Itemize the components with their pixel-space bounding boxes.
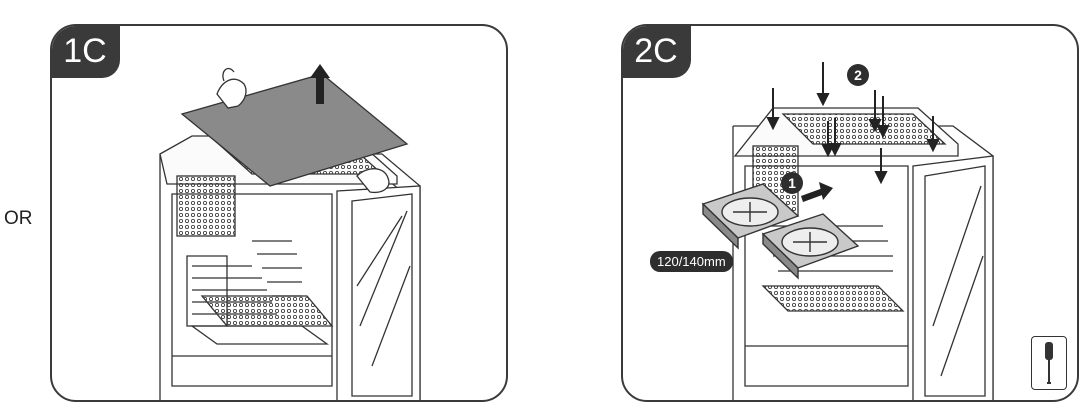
up-arrow-icon	[310, 64, 330, 104]
hand-icon	[216, 67, 247, 109]
case-top-panel-removal-illustration	[159, 64, 421, 400]
step-label-1c: 1C	[52, 26, 120, 78]
hand-icon	[356, 168, 390, 194]
step-marker-2: 2	[847, 64, 869, 86]
case-top-fan-install-illustration	[701, 62, 994, 400]
step-marker-1: 1	[781, 172, 803, 194]
step-panel-2c: 2 1 120/140mm 2C	[621, 24, 1079, 402]
screw-icon	[766, 62, 940, 185]
tool-indicator	[1031, 336, 1067, 390]
or-separator: OR	[4, 208, 33, 229]
step-panel-1c: 1C	[50, 24, 508, 402]
fan-icon	[761, 213, 860, 280]
push-arrow-icon	[801, 182, 833, 202]
screwdriver-icon	[1045, 342, 1053, 384]
step-label-2c: 2C	[623, 26, 691, 78]
fan-icon	[701, 183, 800, 250]
fan-size-label: 120/140mm	[650, 251, 733, 272]
